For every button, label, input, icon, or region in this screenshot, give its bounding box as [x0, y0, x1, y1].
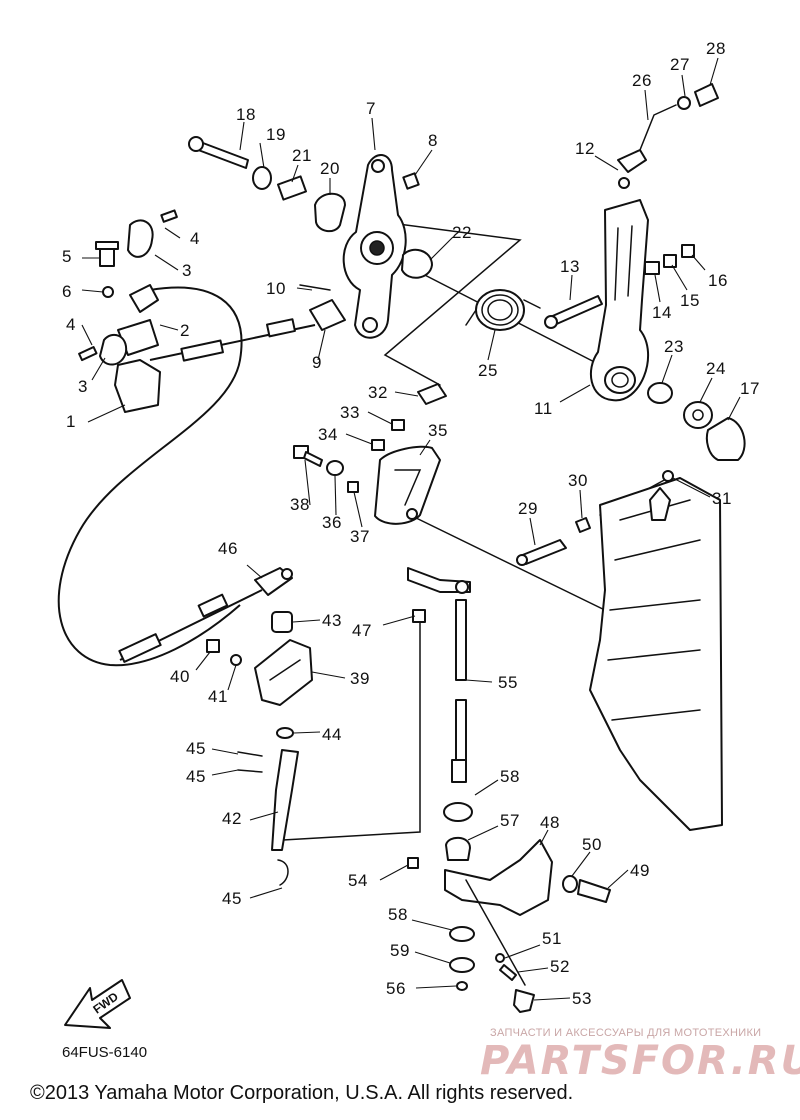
part-label-38: 38: [290, 495, 310, 514]
part-label-59: 59: [390, 941, 410, 960]
part-label-10: 10: [266, 279, 286, 298]
copyright-notice: ©2013 Yamaha Motor Corporation, U.S.A. A…: [30, 1082, 574, 1104]
part-label-22: 22: [452, 223, 472, 242]
part-label-52: 52: [550, 957, 570, 976]
throttle-lever-assembly: [544, 83, 746, 461]
cable-joint-upper: [266, 318, 296, 338]
part-label-8: 8: [428, 131, 438, 150]
part-label-55: 55: [498, 673, 518, 692]
guide-line-shaft: [282, 621, 421, 841]
part-label-36: 36: [322, 513, 342, 532]
part-label-45: 45: [186, 767, 206, 786]
part-label-17: 17: [740, 379, 760, 398]
lower-link-assembly: [206, 567, 313, 886]
part-label-27: 27: [670, 55, 690, 74]
link-lever-assembly: [188, 136, 433, 339]
part-label-12: 12: [575, 139, 595, 158]
part-label-4: 4: [190, 229, 200, 248]
throttle-cable: [57, 286, 243, 667]
fwd-arrow: [64, 979, 131, 1029]
cable-end-lower: [118, 633, 162, 663]
part-label-45: 45: [186, 739, 206, 758]
leader-lines: [81, 57, 741, 1001]
part-label-14: 14: [652, 303, 672, 322]
part-label-26: 26: [632, 71, 652, 90]
part-label-34: 34: [318, 425, 338, 444]
part-label-20: 20: [320, 159, 340, 178]
part-label-47: 47: [352, 621, 372, 640]
part-label-1: 1: [66, 412, 76, 431]
part-label-31: 31: [712, 489, 732, 508]
cable-clamp-assembly: [78, 209, 178, 413]
part-label-23: 23: [664, 337, 684, 356]
watermark-brand: PARTSFOR.RU: [480, 1038, 800, 1084]
shift-lever-assembly: [407, 802, 611, 1013]
part-label-43: 43: [322, 611, 342, 630]
part-label-30: 30: [568, 471, 588, 490]
intake-manifold: [516, 470, 723, 831]
part-label-33: 33: [340, 403, 360, 422]
part-label-28: 28: [706, 39, 726, 58]
part-label-42: 42: [222, 809, 242, 828]
part-label-11: 11: [534, 399, 553, 418]
part-label-19: 19: [266, 125, 286, 144]
part-label-25: 25: [478, 361, 498, 380]
watermark-tagline: ЗАПЧАСТИ И АКСЕССУАРЫ ДЛЯ МОТОТЕХНИКИ: [490, 1027, 762, 1039]
part-label-2: 2: [180, 321, 190, 340]
part-label-21: 21: [292, 146, 312, 165]
part-label-6: 6: [62, 282, 72, 301]
part-label-4: 4: [66, 315, 76, 334]
part-label-3: 3: [78, 377, 88, 396]
cable-bracket-assembly: [293, 383, 447, 525]
shift-shaft: [407, 567, 471, 783]
part-label-9: 9: [312, 353, 322, 372]
part-label-35: 35: [428, 421, 448, 440]
part-label-29: 29: [518, 499, 538, 518]
part-label-7: 7: [366, 99, 376, 118]
part-label-46: 46: [218, 539, 238, 558]
part-label-50: 50: [582, 835, 602, 854]
guide-line-link-pivot: [367, 219, 522, 386]
part-label-37: 37: [350, 527, 370, 546]
part-label-58: 58: [500, 767, 520, 786]
guide-line-bracket-manifold: [409, 514, 616, 616]
part-label-24: 24: [706, 359, 726, 378]
part-label-56: 56: [386, 979, 406, 998]
part-label-54: 54: [348, 871, 368, 890]
part-label-18: 18: [236, 105, 256, 124]
part-label-53: 53: [572, 989, 592, 1008]
part-label-32: 32: [368, 383, 388, 402]
part-label-39: 39: [350, 669, 370, 688]
part-label-44: 44: [322, 725, 342, 744]
part-label-45: 45: [222, 889, 242, 908]
torsion-spring: [465, 289, 541, 331]
part-label-51: 51: [542, 929, 562, 948]
part-label-48: 48: [540, 813, 560, 832]
part-label-41: 41: [208, 687, 228, 706]
part-label-40: 40: [170, 667, 190, 686]
part-label-5: 5: [62, 247, 72, 266]
diagram-code: 64FUS-6140: [62, 1044, 148, 1061]
part-label-49: 49: [630, 861, 650, 880]
part-label-15: 15: [680, 291, 700, 310]
cable-end-upper: [180, 339, 224, 362]
part-label-16: 16: [708, 271, 728, 290]
part-label-3: 3: [182, 261, 192, 280]
part-label-57: 57: [500, 811, 520, 830]
part-label-13: 13: [560, 257, 580, 276]
part-label-58: 58: [388, 905, 408, 924]
cable-joint-lower: [197, 593, 229, 618]
